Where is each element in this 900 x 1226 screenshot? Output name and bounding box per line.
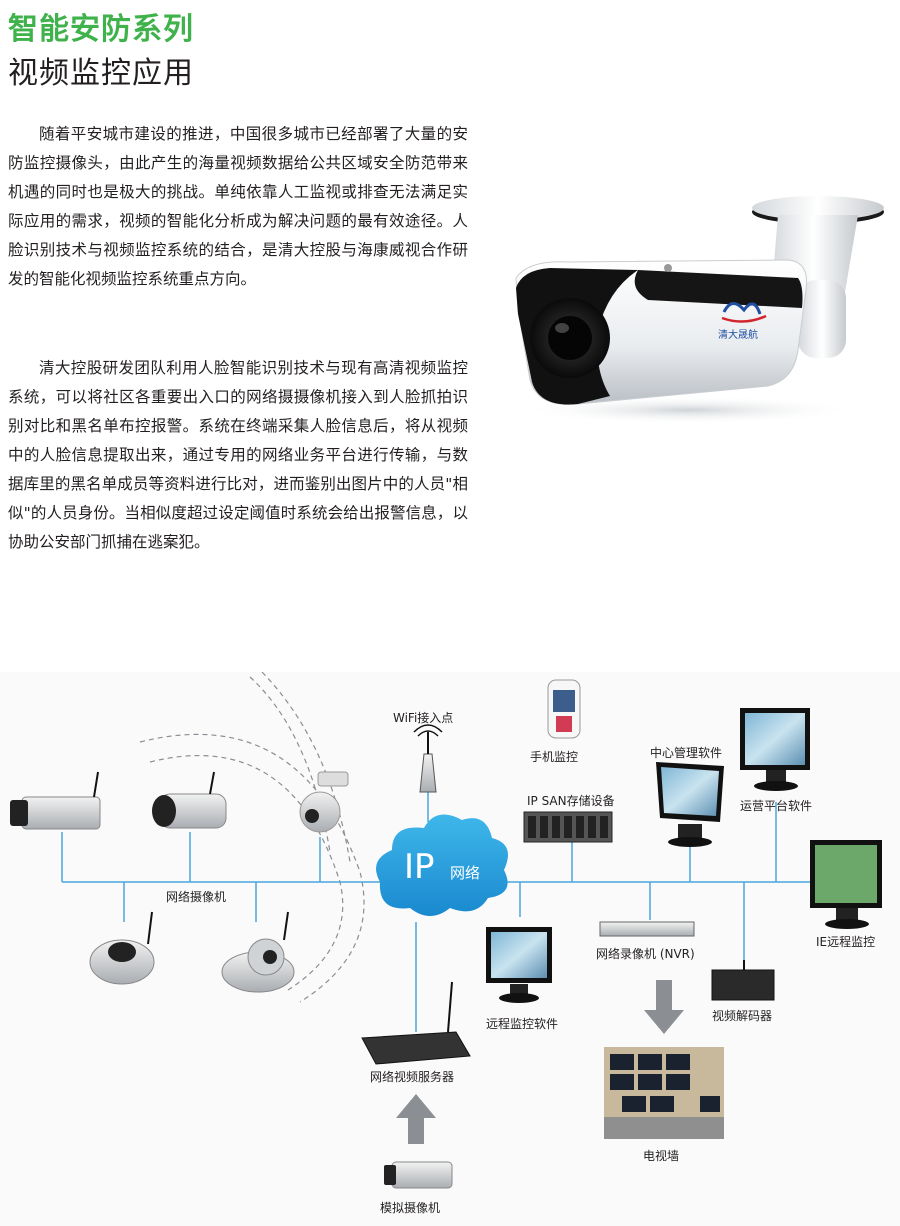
cloud-net-text: 网络 — [450, 864, 480, 882]
network-diagram: IP 网络 — [0, 672, 900, 1226]
label-ie: IE远程监控 — [816, 935, 876, 949]
label-central: 中心管理软件 — [650, 746, 723, 760]
section-category-title: 智能安防系列 — [8, 12, 194, 47]
label-ops: 运营平台软件 — [740, 799, 813, 813]
label-analog: 模拟摄像机 — [380, 1201, 441, 1215]
label-ipsan: IP SAN存储设备 — [527, 794, 615, 808]
up-arrow-icon — [396, 1094, 436, 1144]
ops-platform-monitor-icon — [740, 708, 810, 791]
label-nvr: 网络录像机 (NVR) — [596, 947, 695, 961]
speed-dome-camera-icon — [221, 911, 295, 993]
intro-paragraph: 随着平安城市建设的推进，中国很多城市已经部署了大量的安防监控摄像头，由此产生的海… — [8, 125, 468, 288]
cloud-ip-text: IP — [404, 847, 435, 887]
detail-paragraph: 清大控股研发团队利用人脸智能识别技术与现有高清视频监控系统，可以将社区各重要出入… — [8, 359, 468, 551]
label-netcam: 网络摄像机 — [166, 890, 227, 904]
brand-logo-text: 清大晟航 — [718, 328, 758, 341]
bullet-camera-icon — [152, 771, 227, 829]
nvr-recorder-icon — [599, 921, 695, 937]
label-phone: 手机监控 — [530, 750, 579, 764]
brand-logo: 清大晟航 — [718, 302, 767, 341]
down-arrow-icon — [644, 980, 684, 1034]
ie-remote-monitor-icon — [810, 840, 882, 929]
tv-wall-icon — [604, 1047, 724, 1139]
label-remote: 远程监控软件 — [486, 1017, 559, 1031]
page-title: 视频监控应用 — [8, 56, 194, 91]
mobile-phone-icon — [547, 679, 581, 739]
label-tvwall: 电视墙 — [643, 1149, 680, 1163]
video-decoder-icon — [711, 960, 775, 1001]
dome-camera-icon — [89, 911, 155, 985]
central-management-monitor-icon — [656, 762, 724, 847]
label-wifi: WiFi接入点 — [393, 711, 454, 725]
box-camera-icon — [10, 771, 101, 830]
ip-san-storage-icon — [523, 811, 613, 843]
label-decoder: 视频解码器 — [712, 1009, 773, 1023]
wifi-access-point-icon — [413, 724, 443, 793]
video-server-icon — [361, 981, 471, 1065]
ip-network-cloud: IP 网络 — [376, 814, 508, 916]
ptz-dome-camera-icon — [299, 771, 349, 833]
analog-camera-icon — [384, 1161, 453, 1189]
label-server: 网络视频服务器 — [370, 1070, 455, 1084]
remote-monitoring-monitor-icon — [486, 927, 552, 1003]
bullet-camera-image: 清大晟航 — [498, 190, 898, 430]
